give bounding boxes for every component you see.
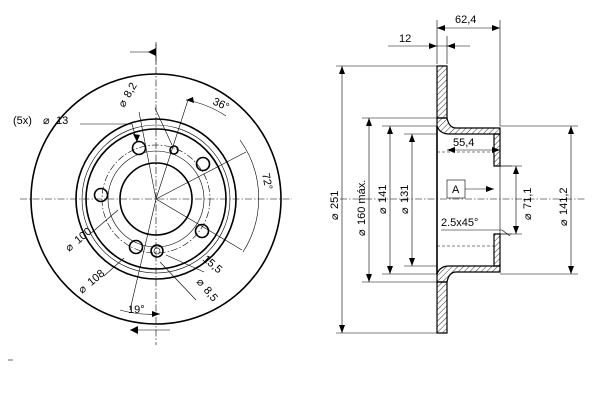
dia-symbol: ⌀	[377, 207, 389, 214]
dim-arrow	[513, 226, 519, 234]
disc-section	[436, 65, 448, 119]
angle-top-label: 36°	[211, 96, 231, 114]
dim-arrow	[387, 266, 393, 274]
dim-arrow	[492, 25, 500, 31]
front-view: (5x) ⌀ 13 ⌀ 8,2 36° 72° ⌀ 100 ⌀ 108	[8, 42, 292, 361]
angle-arrow	[152, 311, 160, 317]
bolt-hole	[93, 187, 109, 203]
bolt-hole-leader-arrow	[133, 134, 140, 142]
dia-symbol: ⌀	[522, 213, 534, 220]
dim-arrow	[339, 66, 345, 74]
dim-8-5-label: 8,5	[201, 285, 220, 304]
radial-line	[129, 198, 157, 311]
dia-100-label: 100	[72, 226, 94, 247]
top-marker-arrow	[148, 48, 156, 56]
dim-arrow	[409, 258, 415, 266]
dia-symbol: ⌀	[356, 229, 368, 236]
hub-step-circle	[81, 124, 231, 274]
dim-arrow	[429, 43, 437, 49]
small-hole-dia-label: 8,2	[122, 81, 140, 100]
radial-line	[155, 99, 189, 200]
disc-section	[436, 281, 448, 334]
dia-symbol: ⌀	[399, 207, 411, 214]
dia-108-leader	[103, 257, 125, 277]
dim-15-5-leader	[165, 254, 205, 273]
dia-160-label: 160 máx.	[356, 180, 368, 225]
dim-arrow	[513, 166, 519, 174]
dia-251-label: 251	[329, 191, 341, 209]
bolt-hole-dia-label: 13	[56, 115, 68, 127]
disc-outer-circle	[30, 73, 282, 325]
dia-108-label: 108	[85, 268, 107, 289]
angle-arrow	[186, 97, 194, 103]
dim-15-5-label: 15,5	[200, 253, 224, 276]
width-total-label: 62,4	[455, 14, 476, 26]
radial-line	[155, 151, 247, 200]
small-hole-inner	[153, 247, 161, 255]
dim-arrow	[366, 274, 372, 282]
dim-arrow	[437, 25, 445, 31]
dim-arrow	[366, 118, 372, 126]
bolt-hole	[131, 140, 147, 156]
datum-arrow	[486, 186, 494, 192]
small-hole	[169, 145, 179, 155]
dia-symbol: ⌀	[43, 115, 50, 127]
bolt-hole	[194, 223, 210, 239]
dim-arrow	[568, 126, 574, 134]
hub-face-section	[493, 233, 501, 267]
chamfer-label: 2.5x45°	[441, 217, 478, 229]
hub-face-circle	[85, 128, 227, 270]
friction-ring-inner-circle	[75, 118, 237, 280]
bottom-marker-arrow	[130, 326, 138, 334]
hub-depth-label: 55,4	[453, 137, 474, 149]
chamfer-leader-diag	[501, 229, 511, 237]
center-bore-circle	[119, 162, 193, 236]
dim-arrow	[568, 266, 574, 274]
dia-71-label: 71,1	[522, 188, 534, 209]
bolt-count-label: (5x)	[13, 115, 32, 127]
dim-arrow	[409, 134, 415, 142]
disc-thickness-label: 12	[399, 33, 411, 45]
dia-symbol: ⌀	[76, 283, 89, 297]
dia-100-leader	[89, 209, 119, 235]
dim-arrow	[492, 147, 500, 153]
hat-wall-section	[436, 117, 501, 135]
dia-symbol: ⌀	[329, 213, 341, 220]
dim-arrow	[387, 126, 393, 134]
radial-line	[138, 111, 157, 200]
dia-symbol: ⌀	[558, 219, 570, 226]
dia-141-2-label: 141,2	[558, 187, 570, 215]
angle-bottom-label: 19°	[128, 304, 145, 316]
dim-8-5-leader	[159, 261, 197, 301]
bolt-pitch-circle	[101, 144, 211, 254]
small-hole-leader	[154, 107, 173, 146]
dim-arrow	[447, 43, 455, 49]
bolt-hole	[195, 156, 211, 172]
hat-wall-section	[436, 265, 501, 283]
radial-line	[155, 198, 243, 251]
angle-72-arc	[239, 139, 259, 253]
dim-arrow	[447, 147, 455, 153]
dia-141-label: 141	[377, 185, 389, 203]
angle-right-label: 72°	[259, 172, 274, 191]
dia-symbol: ⌀	[63, 241, 76, 255]
dia-symbol: ⌀	[116, 97, 130, 109]
datum-label: A	[452, 184, 460, 196]
bolt-hole	[128, 239, 144, 255]
dia-131-label: 131	[399, 185, 411, 203]
side-view: 62,4 12 55,4 ⌀ 251 ⌀ 160 máx.	[329, 14, 585, 334]
hub-inner-circle	[107, 150, 205, 248]
bolt-holes	[93, 140, 211, 255]
dim-arrow	[339, 325, 345, 333]
small-hole	[150, 244, 164, 258]
